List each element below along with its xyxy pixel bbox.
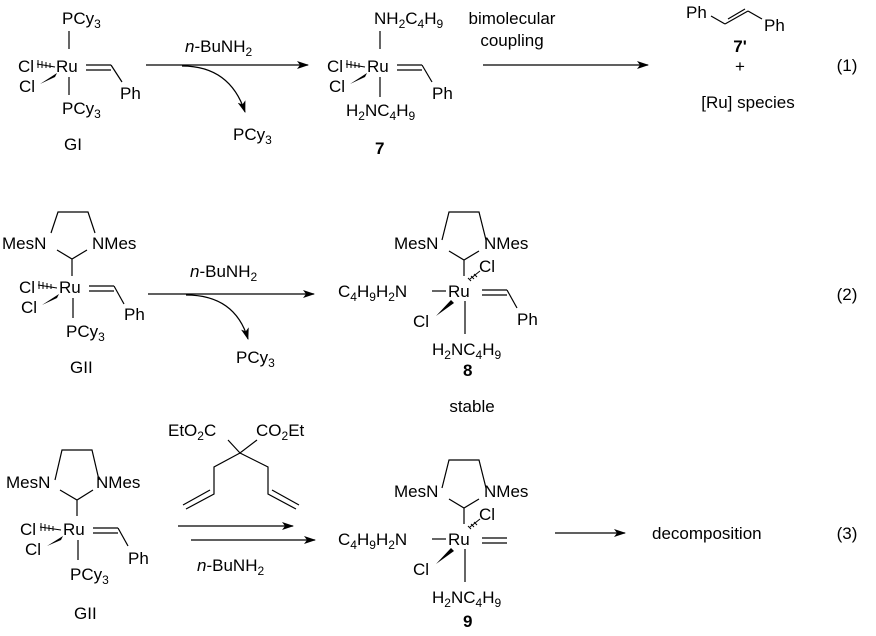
byproduct: PCy3 [233, 125, 272, 147]
nhc-nmes-right: NMes [484, 234, 528, 253]
carbene-ph: Ph [124, 305, 145, 324]
plus-sign: + [735, 57, 745, 76]
compound-label: 9 [463, 612, 472, 631]
byproduct: PCy3 [236, 348, 275, 370]
equation-number: (3) [837, 524, 858, 543]
compound-label: 7' [733, 37, 747, 56]
ligand-bottom: PCy3 [70, 565, 109, 587]
amine-left: C4H9H2N [338, 530, 407, 552]
chloride-2: Cl [21, 298, 37, 317]
hashed-wedge [36, 60, 56, 68]
reaction-2: MesN NMes Cl Ru Cl Ph PCy3 GII n-BuNH2 P… [2, 211, 858, 416]
chloride-2: Cl [19, 77, 35, 96]
compound-9: MesN NMes Cl C4H9H2N Ru Cl H2NC4H9 9 [338, 459, 528, 631]
compound-7: NH2C4H9 Cl Ru Cl Ph H2NC4H9 7 [327, 9, 453, 158]
step-label-line-1: bimolecular [469, 9, 556, 28]
stability-note: stable [449, 397, 494, 416]
compound-label: GII [70, 358, 93, 377]
diethyl-diallylmalonate: EtO2C CO2Et [168, 421, 305, 510]
ru-species: [Ru] species [701, 93, 795, 112]
hashed-wedge [345, 60, 366, 68]
nhc-nmes-left: MesN [394, 482, 438, 501]
solid-wedge [350, 73, 367, 84]
nhc-nmes-right: NMes [96, 473, 140, 492]
chloride-1: Cl [19, 278, 35, 297]
chloride-2: Cl [413, 560, 429, 579]
ligand-bottom: PCy3 [66, 322, 105, 344]
compound-8: MesN NMes Cl C4H9H2N Ru Cl Ph H2NC4H9 8 … [338, 211, 538, 416]
nhc-nmes-left: MesN [394, 234, 438, 253]
chloride-2: Cl [25, 540, 41, 559]
metal-ru: Ru [59, 278, 81, 297]
reagent-label: n-BuNH2 [185, 37, 252, 59]
chloride-1: Cl [327, 57, 343, 76]
chloride-1: Cl [479, 257, 495, 276]
decomposition-label: decomposition [652, 524, 762, 543]
nhc-nmes-left: MesN [6, 473, 50, 492]
amine-bottom: H2NC4H9 [432, 340, 502, 362]
curved-arrow [185, 294, 249, 340]
compound-gi: PCy3 Cl Ru Cl Ph PCy3 GI [18, 9, 141, 154]
hashed-wedge [467, 270, 481, 282]
compound-label: 7 [375, 139, 384, 158]
stilbene-ph-right: Ph [764, 16, 785, 35]
nhc-nmes-right: NMes [484, 482, 528, 501]
reagent-label: n-BuNH2 [190, 262, 257, 284]
nhc-nmes-left: MesN [2, 234, 46, 253]
equation-number: (2) [837, 285, 858, 304]
amine-top: NH2C4H9 [374, 9, 444, 31]
stilbene-ph-left: Ph [686, 3, 707, 22]
nhc-nmes-right: NMes [92, 234, 136, 253]
reaction-3: MesN NMes Cl Ru Cl Ph PCy3 GII EtO2C CO2… [6, 421, 857, 631]
ligand-bottom: PCy3 [62, 99, 101, 121]
compound-label: GII [74, 604, 97, 623]
metal-ru: Ru [448, 282, 470, 301]
equation-number: (1) [837, 56, 858, 75]
ester-right: CO2Et [256, 421, 305, 443]
carbene-ph: Ph [432, 84, 453, 103]
chloride-1: Cl [20, 520, 36, 539]
nhc-backbone [50, 211, 96, 234]
amine-bottom: H2NC4H9 [432, 588, 502, 610]
compound-label: GI [64, 135, 82, 154]
reagent-label: n-BuNH2 [197, 556, 264, 578]
carbene-ph: Ph [517, 310, 538, 329]
compound-gii: MesN NMes Cl Ru Cl Ph PCy3 GII [2, 211, 145, 377]
chloride-2: Cl [329, 77, 345, 96]
chloride-2: Cl [413, 312, 429, 331]
chloride-1: Cl [18, 57, 34, 76]
step-label-line-2: coupling [480, 31, 543, 50]
compound-7-prime: Ph Ph 7' + [Ru] species [686, 3, 795, 112]
compound-label: 8 [463, 361, 472, 380]
curved-arrow [181, 65, 246, 113]
carbene-ph: Ph [120, 84, 141, 103]
metal-ru: Ru [56, 57, 78, 76]
solid-wedge [436, 300, 454, 316]
carbene-ph: Ph [128, 549, 149, 568]
metal-ru: Ru [63, 520, 85, 539]
metal-ru: Ru [367, 57, 389, 76]
reaction-1: PCy3 Cl Ru Cl Ph PCy3 GI n-BuNH2 PCy3 NH… [18, 3, 857, 158]
amine-bottom: H2NC4H9 [346, 101, 416, 123]
metal-ru: Ru [448, 530, 470, 549]
compound-gii: MesN NMes Cl Ru Cl Ph PCy3 GII [6, 449, 149, 623]
chloride-1: Cl [479, 505, 495, 524]
ester-left: EtO2C [168, 421, 216, 443]
amine-left: C4H9H2N [338, 282, 407, 304]
ligand-top: PCy3 [62, 9, 101, 31]
solid-wedge [40, 73, 57, 84]
